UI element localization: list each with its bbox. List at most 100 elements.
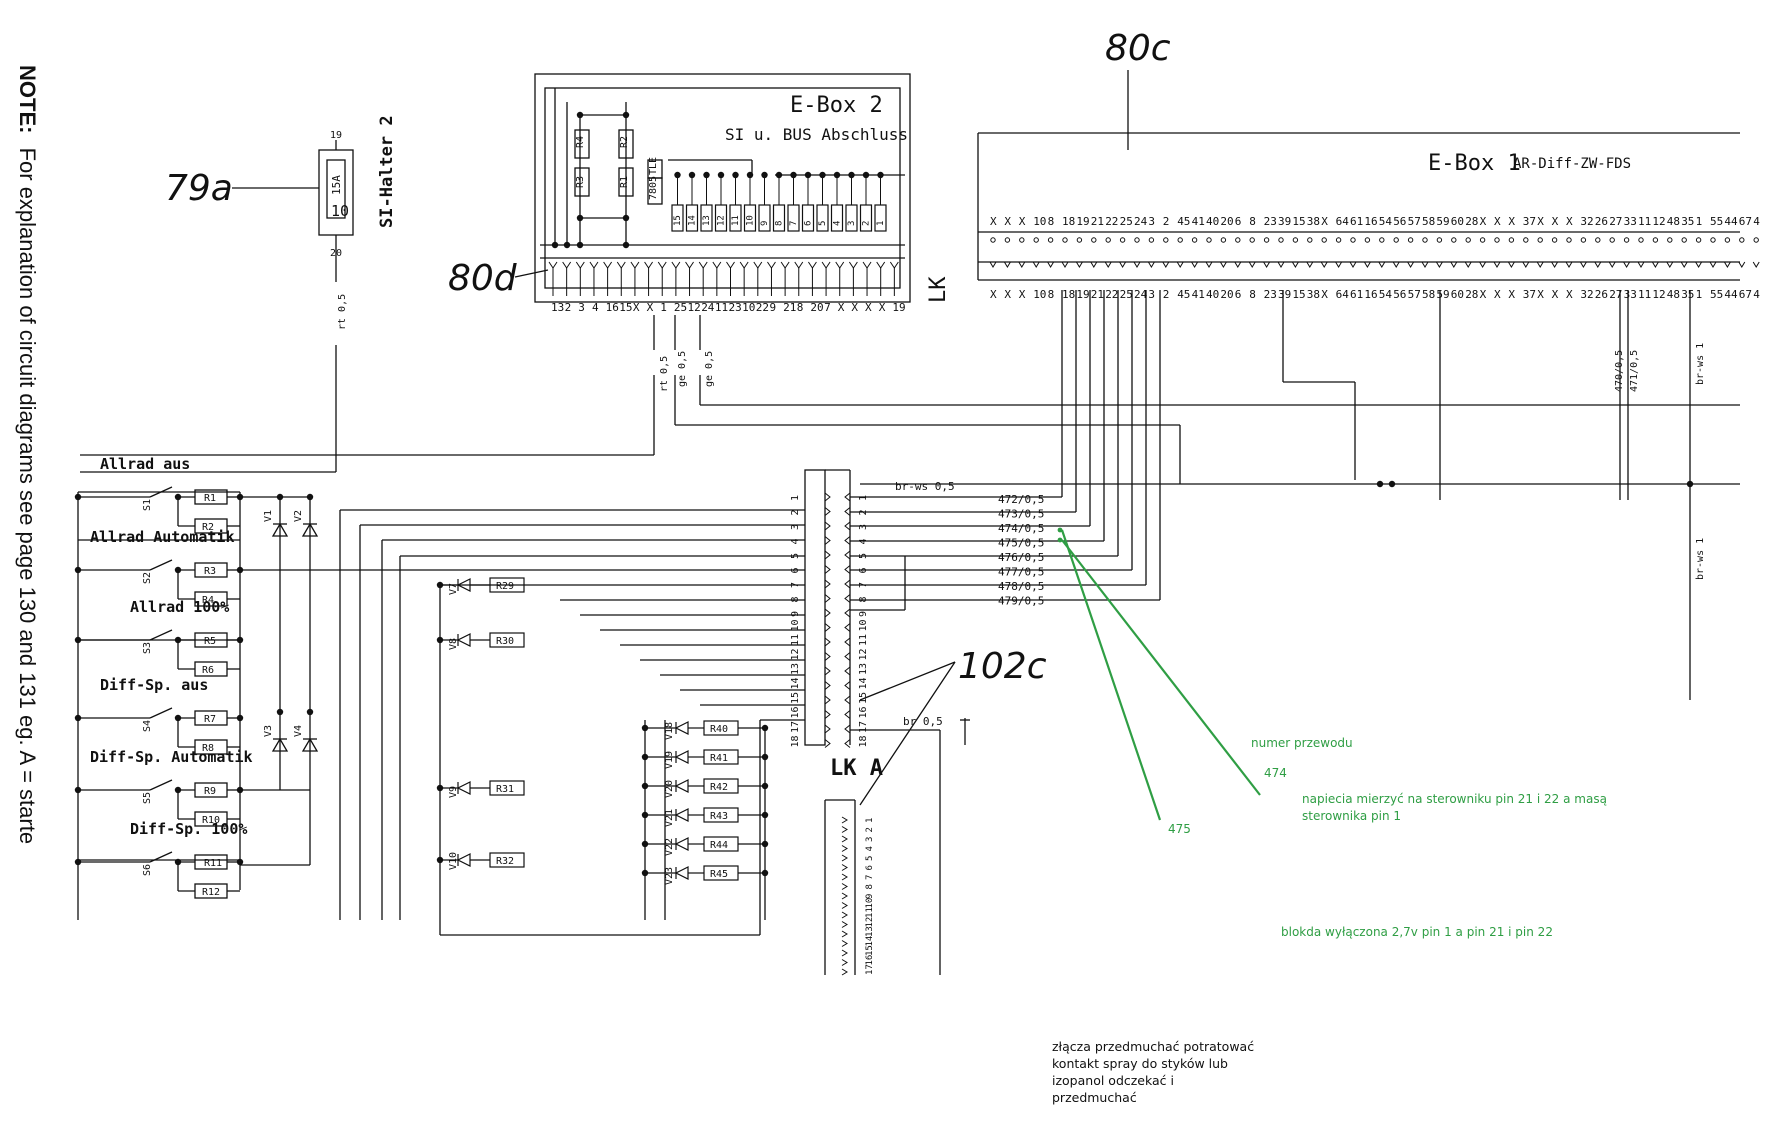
switch-blade [149,707,173,719]
lka-lower-pin: 12 [865,917,875,928]
switch-label: Diff-Sp. Automatik [90,748,253,766]
ebox1-pin-contact-lower [1709,261,1717,268]
ebox2-component-label: R2 [619,136,630,148]
ebox1-pin-label-bottom: 18 [1062,288,1075,301]
ebox2-pin-label: 4 [592,301,599,314]
ebox1-pin-label-bottom: X [990,288,997,301]
junction-dot [236,714,244,722]
ebox2-bank-resistor-label: 9 [760,221,770,226]
wire-number-label: 473/0,5 [998,508,1044,521]
led-symbol [456,781,471,795]
junction-dot [641,782,649,790]
ebox1-pin-label-bottom: X [1552,288,1559,301]
ebox2-pin-label: X [851,301,858,314]
lka-lower-contact [841,940,848,947]
ebox1-pin-label-top: 56 [1393,215,1406,228]
lk-contact [844,666,851,676]
ebox1-pin-label-top: 19 [1076,215,1089,228]
ebox2-bank-resistor [758,204,771,232]
ebox1-pin-label-top: 2 [1163,215,1170,228]
ebox2-pin-label: 23 [729,301,742,314]
ebox1-pin-contact [1551,237,1558,243]
led-label: V23 [664,867,675,885]
ebox1-pin-contact [1623,237,1630,243]
lk-contact [844,710,851,719]
ebox2-pin-contact [739,261,749,269]
ebox1-pin-contact-lower [1479,261,1487,268]
ebox1-pin-label-bottom: 54 [1379,288,1393,301]
ebox1-pin-contact-lower [1507,261,1515,268]
ebox2-junction-dot [688,171,696,179]
ebox1-pin-contact-lower [1219,261,1227,268]
ebox2-bank-resistor-label: 10 [746,215,756,226]
ebox1-pin-label-bottom: 28 [1465,288,1478,301]
switch-blade [149,629,173,641]
ebox1-pin-label-top: 28 [1465,215,1478,228]
ebox1-pin-label-bottom: 20 [1220,288,1233,301]
lka-lower-pin: 13 [865,926,875,937]
ebox2-pin-label: 3 [578,301,585,314]
ebox1-pin-label-bottom: 3 [1148,288,1155,301]
ebox2-pin-contact [589,261,599,269]
ebox1-pin-label-top: 10 [1033,215,1046,228]
lka-label: LK A [830,756,883,781]
ebox2-pin-contact [644,261,653,269]
ebox1-pin-contact [1148,237,1155,243]
ebox1-pin-contact-lower [1579,261,1587,268]
switch-designator: S3 [142,642,153,654]
ebox1-pin-label-bottom: 32 [1580,288,1593,301]
ebox2-junction-dot [563,241,571,249]
ebox1-pin-contact-lower [1464,261,1472,268]
ebox1-pin-label-top: 59 [1436,215,1449,228]
led-label: V10 [448,852,459,870]
ebox1-pin-contact-lower [1277,261,1285,268]
lk-contact [844,521,851,531]
ebox2-bank-resistor-label: 5 [818,221,828,226]
lk-contact [824,637,831,647]
ebox2-junction-dot [576,214,584,222]
ebox1-pin-label-top: X [1019,215,1026,228]
ebox1-pin-label-bottom: 64 [1336,288,1350,301]
switch-label: Allrad Automatik [90,528,235,546]
note-label: NOTE: [15,65,40,134]
ebox1-pin-contact-lower [1320,261,1328,268]
lk-contact [844,536,851,545]
ebox2-junction-dot [622,214,630,222]
ebox1-pin-label-top: 67 [1739,215,1752,228]
led-label: V20 [664,780,675,798]
lk-pin-left: 7 [790,582,801,588]
ebox2-pin-contact [753,261,763,269]
lk-pin-left: 17 [790,721,801,733]
ebox2-pin-label: X [838,301,845,314]
ebox1-pin-label-top: 54 [1379,215,1393,228]
junction-dot [74,714,82,722]
ebox1-pin-contact [1739,237,1745,243]
ebox1-wire-brws-bottom: br-ws 1 [1695,538,1706,580]
lka-lower-contact [841,864,848,871]
junction-dot [236,566,244,574]
ebox1-pin-label-bottom: 58 [1422,288,1435,301]
ebox2-bank-resistor [787,204,800,232]
led-label: V7 [448,583,459,595]
lka-lower-contact [841,826,848,833]
ebox2-pin-label: 15 [619,301,632,314]
ebox1-pin-label-top: X [1552,215,1559,228]
switch-designator: S2 [142,572,153,584]
ebox1-pin-label-bottom: X [1494,288,1501,301]
ebox2-pin-label: 12 [688,301,701,314]
ebox2-pin-contact [835,261,845,269]
ebox1-pin-contact [1609,237,1615,243]
junction-dot [236,786,244,794]
ebox1-pin-label-top: 4 [1753,215,1760,228]
lka-lower-pin: 16 [865,955,875,966]
ebox2-pin-label: 25 [674,301,687,314]
ebox2-pin-contact [848,261,858,269]
lk-contact [844,492,851,502]
lka-lower-pin: 10 [865,898,875,909]
ebox1-pin-contact [1595,237,1601,243]
diode-symbol [301,737,319,752]
lk-contact [844,565,851,574]
ebox1-wire-471: 471/0,5 [1629,350,1640,392]
annotation-474: 474 [1264,766,1287,780]
ebox1-pin-label-bottom: 35 [1681,288,1694,301]
